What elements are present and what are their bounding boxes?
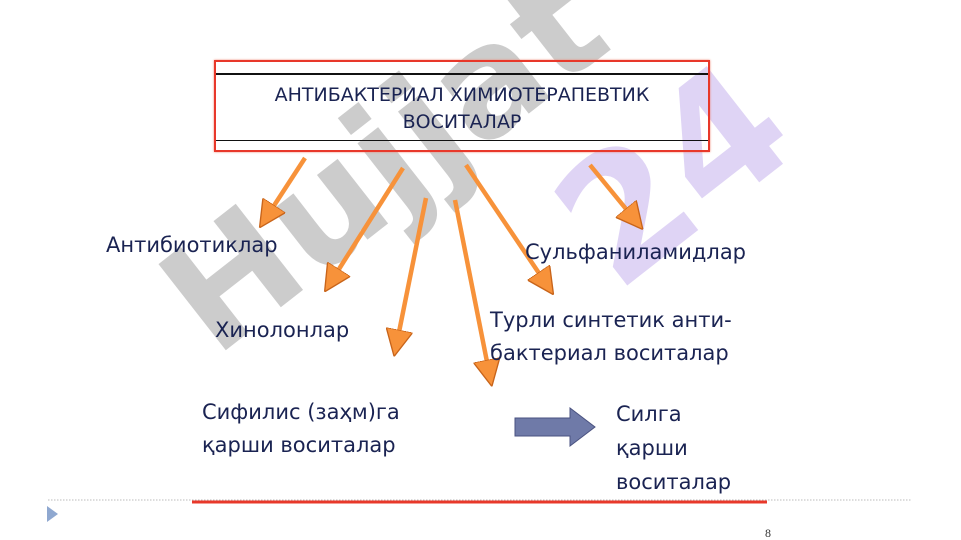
block-arrow-icon: [514, 406, 596, 448]
title-box: АНТИБАКТЕРИАЛ ХИМИОТЕРАПЕВТИК ВОСИТАЛАР: [214, 60, 710, 152]
label-antibiotics: Антибиотиклар: [106, 233, 278, 257]
arrow-tb: [452, 199, 491, 382]
arrow-syphilis: [395, 197, 429, 352]
label-syphilis-2: қарши воситалар: [202, 433, 396, 457]
arrow-quinolones: [327, 166, 405, 288]
label-quinolones: Хинолонлар: [215, 318, 350, 342]
play-triangle-icon: [47, 506, 58, 522]
label-synthetic-2: бактериал воситалар: [490, 341, 729, 365]
label-tb-3: воситалар: [616, 470, 732, 494]
divider: [216, 139, 708, 141]
arrow-synthetic: [464, 163, 551, 291]
arrow-sulfonamides: [588, 163, 640, 226]
divider: [216, 73, 708, 75]
label-syphilis-1: Сифилис (заҳм)га: [202, 400, 400, 424]
arrow-antibiotics: [262, 156, 307, 224]
page-number: 8: [765, 526, 771, 540]
label-sulfonamides: Сульфаниламидлар: [525, 240, 747, 264]
label-tb-2: қарши: [616, 436, 688, 460]
label-synthetic-1: Турли синтетик анти-: [490, 308, 732, 332]
label-tb-1: Силга: [616, 402, 682, 426]
slide-title: АНТИБАКТЕРИАЛ ХИМИОТЕРАПЕВТИК ВОСИТАЛАР: [274, 84, 650, 133]
